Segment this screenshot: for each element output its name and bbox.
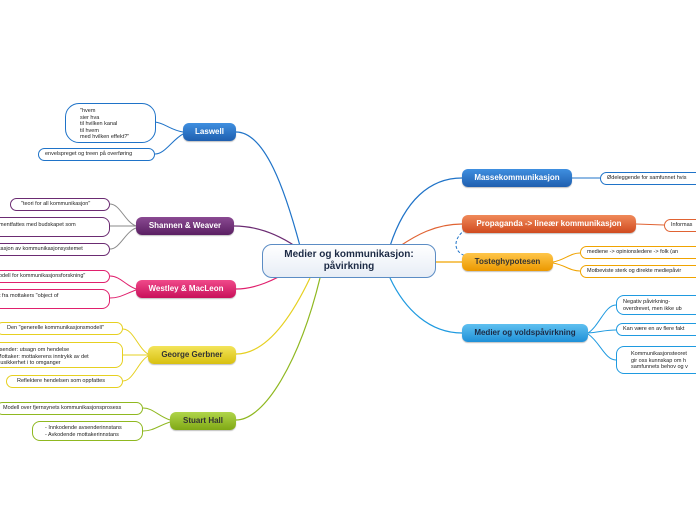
connector-laswell	[235, 131, 301, 247]
connector-vold-3	[587, 333, 617, 361]
gerbner-note-1[interactable]: Den "generelle kommunikasjonsmodell"	[0, 322, 123, 335]
connector-gerbner-1	[122, 328, 149, 355]
connector-vold-2	[587, 329, 617, 334]
topic-george-gerbner[interactable]: George Gerbner	[148, 346, 236, 364]
connector-hall-2	[142, 421, 171, 432]
topic-stuart-hall[interactable]: Stuart Hall	[170, 412, 236, 430]
westley-note-1[interactable]: odell for kommunikasjonsforskning"	[0, 270, 110, 283]
connector-hall	[235, 277, 321, 421]
connector-masse	[389, 177, 463, 247]
connector-vold-1	[587, 304, 617, 334]
tosteg-note-2[interactable]: Motbeviste sterk og direkte mediepåvir	[580, 265, 696, 278]
connector-westley-2	[109, 289, 137, 299]
shannen-note-3[interactable]: tasjon av kommunikasjonsystemet	[0, 243, 110, 256]
connector-gerbner-3	[122, 355, 149, 382]
vold-note-2[interactable]: Kan være en av flere fakt	[616, 323, 696, 336]
hall-note-1[interactable]: Modell over fjernsynets kommunikasjonspr…	[0, 402, 143, 415]
tosteg-note-1[interactable]: mediene -> opinionsledere -> folk (an	[580, 246, 696, 259]
westley-note-2[interactable]: t fra mottakers "object of	[0, 289, 110, 309]
shannen-note-2[interactable]: mentfattes med budskapet som	[0, 217, 110, 237]
vold-note-1[interactable]: Negativ påvirkning- overdrevet, men ikke…	[616, 295, 696, 315]
laswell-note[interactable]: envelspreget og treen på overføring	[38, 148, 155, 161]
connector-propaganda-1	[635, 223, 665, 226]
laswell-quote[interactable]: "hvem sier hva til hvilken kanal til hve…	[65, 103, 156, 143]
topic-massekommunikasjon[interactable]: Massekommunikasjon	[462, 169, 572, 187]
connector-tosteg-2	[552, 262, 581, 272]
connector-shannen-3	[109, 227, 137, 250]
topic-propaganda[interactable]: Propaganda -> lineær kommunikasjon	[462, 215, 636, 233]
connector-tosteg-1	[552, 252, 581, 263]
gerbner-note-2[interactable]: vsender: utsagn om hendelse Mottaker: mo…	[0, 342, 123, 368]
central-topic[interactable]: Medier og kommunikasjon: påvirkning	[262, 244, 436, 278]
topic-tosteghypotesen[interactable]: Tosteghypotesen	[462, 253, 553, 271]
connector-propaganda	[399, 223, 463, 247]
masse-note[interactable]: Ødeleggende for samfunnet hvis	[600, 172, 696, 185]
connector-vold	[389, 277, 463, 334]
connector-gerbner	[235, 277, 311, 355]
topic-shannen-weaver[interactable]: Shannen & Weaver	[136, 217, 234, 235]
vold-note-3[interactable]: Kommunikasjonsteoret gir oss kunnskap om…	[616, 346, 696, 374]
connector-shannen-1	[109, 203, 137, 227]
connector-laswell-1	[154, 121, 184, 133]
topic-medier-og-voldspavirkning[interactable]: Medier og voldspåvirkning	[462, 324, 588, 342]
topic-westley-macleon[interactable]: Westley & MacLeon	[136, 280, 236, 298]
topic-laswell[interactable]: Laswell	[183, 123, 236, 141]
propaganda-note[interactable]: Informas	[664, 219, 696, 232]
connector-hall-1	[142, 407, 171, 421]
hall-note-2[interactable]: - Innkodende avsenderinnstans - Avkodend…	[32, 421, 143, 441]
gerbner-note-3[interactable]: Reflektere hendelsen som oppfattes	[6, 375, 123, 388]
shannen-note-1[interactable]: "teori for all kommunikasjon"	[10, 198, 110, 211]
connector-laswell-2	[154, 133, 184, 155]
connector-shannen	[233, 225, 296, 247]
connector-westley-1	[109, 275, 137, 290]
